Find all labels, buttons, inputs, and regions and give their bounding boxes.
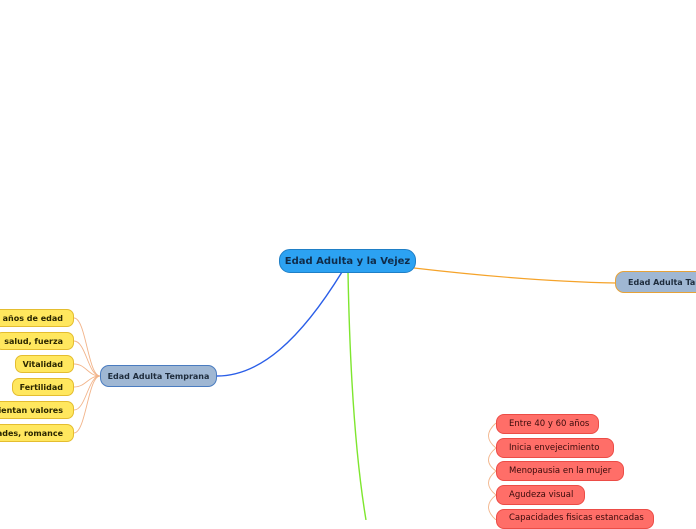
root-node[interactable]: Edad Adulta y la Vejez: [279, 249, 416, 273]
branch-label: Edad Adulta Temprana: [107, 371, 210, 381]
leaf-label: Fertilidad: [19, 382, 63, 392]
middle-item-node[interactable]: Entre 40 y 60 años: [496, 414, 599, 434]
middle-item-node[interactable]: Inicia envejecimiento: [496, 438, 614, 458]
leaf-node[interactable]: 40 años de edad: [0, 309, 74, 327]
middle-item-label: Entre 40 y 60 años: [509, 419, 590, 429]
leaf-links-middle: [488, 422, 497, 520]
middle-item-node[interactable]: Capacidades fisicas estancadas: [496, 509, 654, 529]
leaf-label: salud, fuerza: [4, 336, 63, 346]
middle-item-node[interactable]: Agudeza visual: [496, 485, 585, 505]
leaf-label: asientan valores: [0, 405, 63, 415]
branch-edad-adulta-temprana[interactable]: Edad Adulta Temprana: [100, 365, 217, 387]
leaf-links-left: [73, 317, 101, 434]
leaf-node[interactable]: Vitalidad: [15, 355, 74, 373]
leaf-node[interactable]: Fertilidad: [12, 378, 74, 396]
middle-item-label: Inicia envejecimiento: [509, 443, 600, 453]
link-root-left: [216, 271, 343, 377]
link-root-middle: [347, 271, 367, 520]
branch-label: Edad Adulta Tard: [628, 277, 696, 287]
leaf-node[interactable]: asientan valores: [0, 401, 74, 419]
root-label: Edad Adulta y la Vejez: [284, 255, 411, 267]
middle-item-label: Menopausia en la mujer: [509, 466, 612, 476]
branch-edad-adulta-tardia[interactable]: Edad Adulta Tard: [615, 271, 696, 293]
leaf-label: tades, romance: [0, 428, 63, 438]
link-root-right: [413, 267, 617, 284]
leaf-node[interactable]: tades, romance: [0, 424, 74, 442]
leaf-node[interactable]: salud, fuerza: [0, 332, 74, 350]
middle-item-node[interactable]: Menopausia en la mujer: [496, 461, 624, 481]
middle-item-label: Capacidades fisicas estancadas: [509, 513, 644, 523]
middle-item-label: Agudeza visual: [509, 490, 574, 500]
leaf-label: 40 años de edad: [0, 313, 63, 323]
leaf-label: Vitalidad: [22, 359, 63, 369]
